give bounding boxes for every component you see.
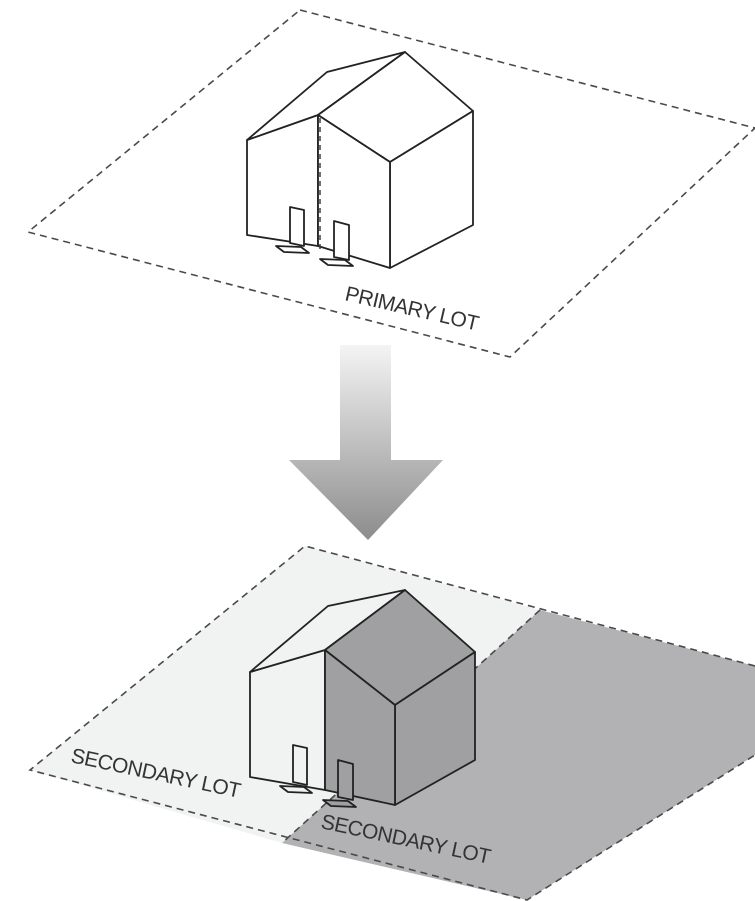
primary-house (246, 51, 474, 269)
secondary-house-door-left (279, 744, 313, 794)
primary-house-door-left (275, 206, 310, 254)
primary-lot-label: PRIMARY LOT (343, 282, 481, 335)
secondary-lot-dashed-outline (28, 545, 755, 901)
secondary-lot-right-area (282, 610, 755, 900)
secondary-house (249, 589, 476, 808)
down-arrow-icon (289, 345, 443, 540)
secondary-house-door-right (322, 759, 357, 808)
secondary-house-gable-face (249, 649, 326, 791)
primary-lot-outline (26, 9, 755, 358)
primary-lot-group: PRIMARY LOT (26, 9, 755, 358)
secondary-lots-group: SECONDARY LOT SECONDARY LOT (28, 545, 755, 901)
primary-house-door-right (319, 220, 354, 267)
